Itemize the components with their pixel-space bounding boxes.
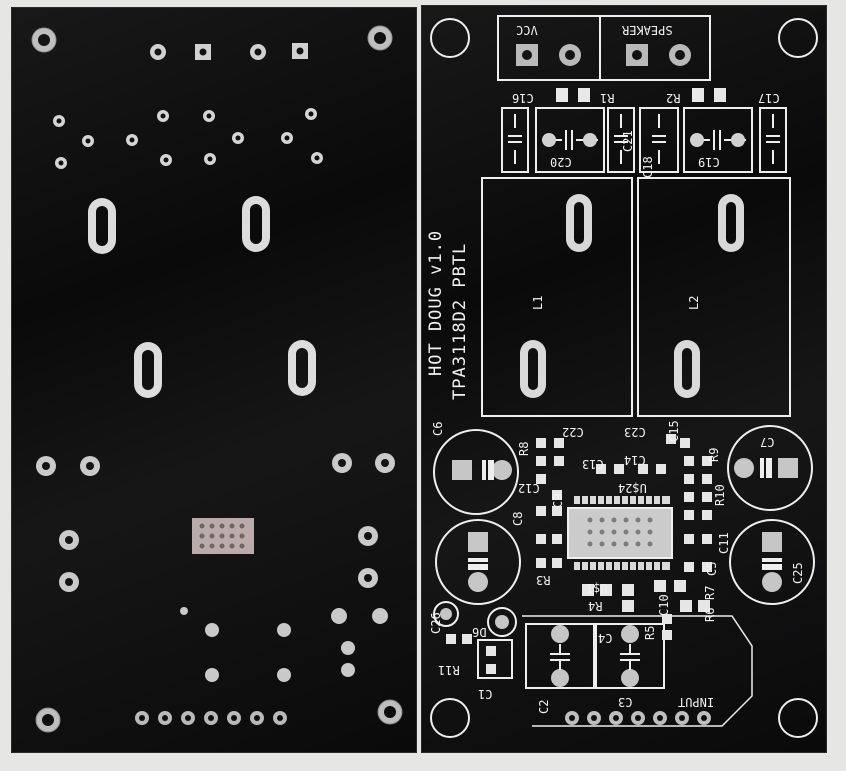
ref-c5: C5 [705,561,719,576]
ref-c2: C2 [537,699,551,714]
ref-c4: C4 [598,631,613,645]
cap-outline [595,623,665,689]
c26-outline [433,601,459,627]
pad [341,663,355,677]
pad [205,668,219,682]
pad [372,608,388,624]
ref-l1: L1 [531,295,545,310]
ref-r5: R5 [643,625,657,640]
ref-c16: C16 [512,91,534,105]
front-side-drawing [430,15,818,738]
vcc-label: VCC [516,23,538,37]
cap-outline [759,107,787,173]
ref-c10: C10 [657,594,671,616]
cap-outline [535,107,605,173]
ref-r2: R2 [666,91,681,105]
ref-c1: C1 [478,687,493,701]
ref-r1: R1 [600,91,615,105]
ref-c26: C26 [429,612,443,634]
pad [277,668,291,682]
smd-pad [714,88,726,102]
ref-r8: R8 [517,441,531,456]
cap-outline [525,623,595,689]
ref-u24: U$24 [618,481,647,495]
ref-r7: R7 [703,585,717,600]
ref-r10: R10 [713,484,727,506]
cap-outline [639,107,679,173]
pad [277,623,291,637]
ref-u1: U$1 [586,581,608,595]
smd-pad [556,88,568,102]
ref-c22: C22 [562,425,584,439]
inductor-outline-l1 [481,177,633,417]
input-label: INPUT [678,695,715,709]
ref-r6: R6 [703,607,717,622]
electrolytic-cap-outline [727,425,813,511]
pad [341,641,355,655]
ref-c18: C18 [641,156,655,178]
ref-r9: R9 [707,447,721,462]
ref-c8: C8 [511,511,525,526]
pcb-back-side [12,8,416,752]
cap-outline [501,107,529,173]
ref-d6: D6 [472,625,487,639]
mounting-hole-ring [430,698,470,738]
d6-outline [487,607,517,637]
back-side-drawing [31,25,403,733]
electrolytic-cap-outline [433,429,519,515]
ref-c3: C3 [618,695,633,709]
speaker-label: SPEAKER [622,23,673,37]
ref-c20: C20 [550,155,572,169]
ref-c25: C25 [791,562,805,584]
smd-pad [692,88,704,102]
ref-c19: C19 [698,155,720,169]
ref-r3: R3 [536,573,551,587]
cap-outline [607,107,635,173]
ref-l2: L2 [687,295,701,310]
ref-c21: C21 [621,130,635,152]
pad [180,607,188,615]
vcc-connector-outline [497,15,601,81]
speaker-connector-outline [599,15,711,81]
ref-c6: C6 [431,421,445,436]
inductor-outline-l2 [637,177,791,417]
board-title-line1: HOT DOUG v1.0 [426,229,446,376]
mounting-hole-ring [778,698,818,738]
mounting-hole-ring [430,18,470,58]
ref-c17: C17 [758,91,780,105]
diode-outline [477,639,513,679]
ic-thermal-pad [567,507,673,559]
cap-outline [683,107,753,173]
ref-c23: C23 [624,425,646,439]
ref-r11: R11 [438,663,460,677]
mounting-hole-ring [778,18,818,58]
ref-c13: C13 [582,457,604,471]
pcb-front-side: VCC SPEAKER C16 R1 R2 C17 C20 C21 C18 C1… [422,6,826,752]
ref-c15: C15 [667,420,681,442]
ref-c14: C14 [624,453,646,467]
ref-c9: C9 [551,493,565,508]
smd-pad [578,88,590,102]
ref-r4: R4 [588,599,603,613]
electrolytic-cap-outline [729,519,815,605]
electrolytic-cap-outline [435,519,521,605]
board-title-line2: TPA3118D2 PBTL [450,242,470,400]
pad [205,623,219,637]
ref-c11: C11 [717,532,731,554]
ref-c12: C12 [518,481,540,495]
ref-c7: C7 [760,435,775,449]
pad [331,608,347,624]
